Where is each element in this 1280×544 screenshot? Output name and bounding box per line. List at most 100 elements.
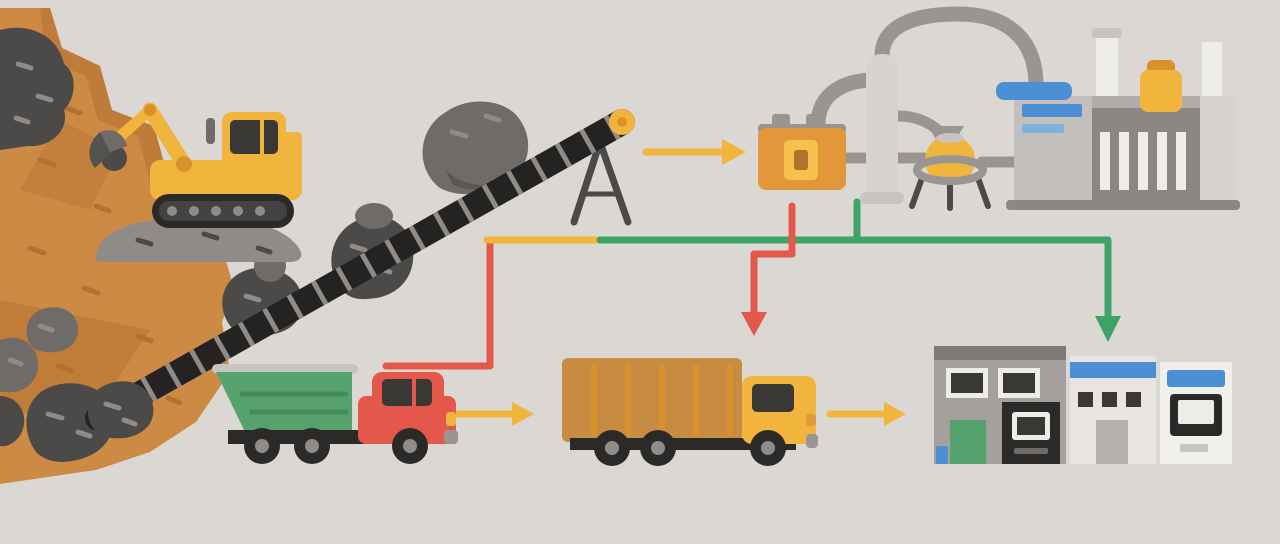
arrowhead-down-icon [1095, 316, 1121, 342]
vertical-pipe [866, 54, 898, 204]
claw-jaw-right [100, 130, 127, 152]
boom-base-joint [176, 156, 192, 172]
kiosk-slot [1014, 448, 1048, 454]
window [1102, 392, 1117, 407]
mound-body [95, 217, 302, 262]
cab-window [752, 384, 794, 412]
factory-blue-window [1022, 104, 1082, 117]
headlight [806, 414, 816, 426]
belt-base-rock-texture [103, 401, 138, 427]
roller [233, 206, 243, 216]
flow-lines [382, 139, 1121, 426]
flow-line [750, 202, 796, 318]
furnace-door [794, 150, 808, 170]
window [951, 373, 983, 393]
cab-window [382, 379, 432, 406]
sign-band [1070, 362, 1156, 378]
support-leg [570, 144, 602, 226]
boulder-mid-top [355, 203, 393, 229]
slat [1138, 132, 1148, 190]
flow-box-truck-to-retail [826, 402, 906, 426]
boom-joint [144, 104, 156, 116]
cab-window [230, 120, 278, 154]
chimney [1202, 42, 1222, 106]
crucible-leg [909, 175, 925, 209]
wheel-hub [255, 439, 269, 453]
crucible-leg [975, 175, 991, 209]
box-truck-wheels [594, 430, 786, 466]
conveyor-belt [85, 109, 635, 431]
crucible [909, 133, 991, 211]
bumper [444, 430, 458, 444]
wheel-hub [761, 441, 775, 455]
factory-base [1006, 200, 1240, 210]
bed-rim [212, 364, 358, 374]
kiosk-screen [1178, 400, 1214, 424]
green-door [950, 420, 986, 464]
kiosk-sign [1167, 370, 1225, 387]
wheel-hub [605, 441, 619, 455]
furnace [758, 114, 846, 190]
arrowhead-right-icon [884, 402, 906, 426]
track-inner [159, 201, 287, 221]
factory-blue-window-small [1022, 124, 1064, 133]
slat [1100, 132, 1110, 190]
flow-line-green-segment [596, 236, 1112, 322]
conveyor [85, 109, 635, 439]
exhaust-pipe [206, 118, 215, 144]
store-roof-band [934, 346, 1066, 360]
blue-bin [936, 446, 948, 464]
retail-buildings [934, 346, 1232, 464]
store-building-blue-sign [1070, 356, 1156, 464]
crucible-ring [913, 155, 987, 185]
dump-truck-wheels [244, 428, 428, 464]
roller [255, 206, 265, 216]
excavator-counterweight [282, 132, 302, 172]
bumper [806, 434, 818, 448]
factory-slats [1100, 132, 1186, 190]
rock-left-b [0, 396, 25, 447]
crucible-legs [909, 175, 991, 211]
chimney-cap [1092, 28, 1122, 38]
mound-speckles [135, 231, 273, 255]
flow-dump-truck-to-box-truck [452, 402, 534, 426]
pipe-flange [860, 192, 904, 204]
window [1003, 373, 1035, 393]
flow-line [382, 239, 494, 370]
roller [211, 206, 221, 216]
arrowhead-right-icon [722, 139, 746, 165]
dump-bed [216, 372, 352, 434]
bed-stripes [240, 391, 348, 415]
factory-building [996, 28, 1240, 210]
flow-dump-truck-connector [382, 239, 494, 370]
belt-pulley-hub [617, 117, 627, 127]
store-building-gray [934, 346, 1066, 464]
support-leg [598, 144, 632, 226]
cargo-box [562, 358, 742, 442]
window [1126, 392, 1141, 407]
cliff-top-rock-texture [13, 61, 54, 125]
chimney [1096, 34, 1118, 106]
dump-truck [212, 364, 458, 464]
cliff-shadow-band [40, 8, 200, 196]
claw-jaw-left [89, 132, 112, 168]
excavator-stick [110, 104, 156, 146]
factory-right-column [1200, 96, 1236, 202]
wheel-hub [403, 439, 417, 453]
pipe-overhead-arc [874, 6, 1044, 94]
cab-body [358, 396, 456, 444]
boulder-large [422, 101, 529, 195]
conveyor-supports [570, 144, 632, 226]
track-rollers [167, 206, 265, 216]
wheel-hub [651, 441, 665, 455]
roller [189, 206, 199, 216]
slat [1157, 132, 1167, 190]
slat [1119, 132, 1129, 190]
flow-to-retail [483, 236, 1121, 342]
box-truck [562, 358, 818, 466]
arrowhead-down-icon [741, 312, 767, 336]
wheel-hub [305, 439, 319, 453]
excavator-boom [142, 102, 192, 172]
window [1078, 392, 1093, 407]
